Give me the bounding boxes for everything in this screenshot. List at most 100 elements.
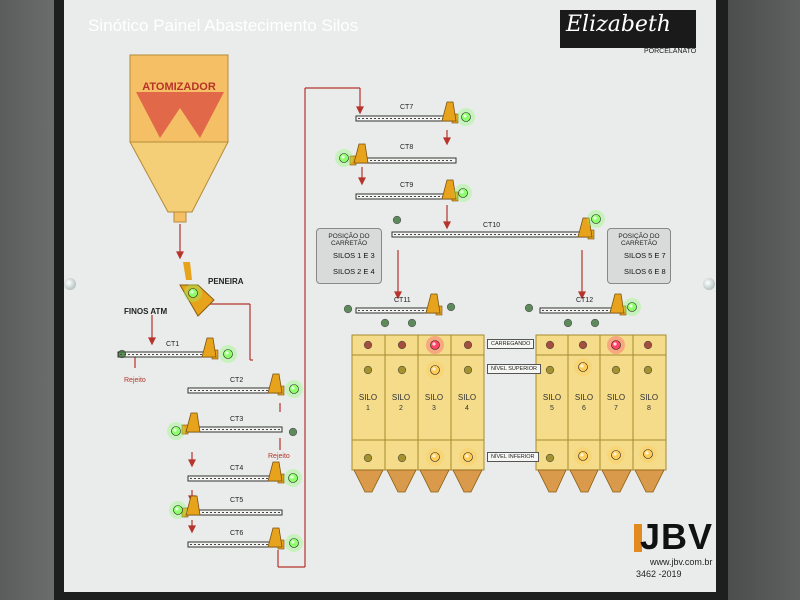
status-led-green bbox=[524, 303, 534, 313]
silo-label: SILO bbox=[424, 393, 444, 402]
conveyor-label: CT2 bbox=[230, 377, 244, 384]
legend-loading: CARREGANDO bbox=[487, 339, 535, 349]
motor-icon bbox=[441, 101, 457, 122]
conveyor-label: CT8 bbox=[400, 144, 414, 151]
conveyor-label: CT7 bbox=[400, 104, 414, 111]
silo-number: 6 bbox=[582, 405, 586, 412]
lower-level-led bbox=[459, 448, 477, 466]
status-led-green bbox=[167, 422, 185, 440]
conveyor-label: CT10 bbox=[483, 222, 501, 229]
brand-logo-box bbox=[560, 10, 696, 48]
carriage-position-title: POSIÇÃO DO CARRETÃO bbox=[328, 233, 370, 247]
wall-right bbox=[722, 0, 800, 600]
conveyor-belt bbox=[349, 155, 457, 166]
legend-upper-level: NÍVEL SUPERIOR bbox=[487, 364, 541, 374]
loading-led bbox=[463, 340, 473, 350]
brand-logo: Elizabeth bbox=[566, 12, 671, 37]
carriage-position-right: POSIÇÃO DO CARRETÃO SILOS 5 E 7 SILOS 6 … bbox=[607, 228, 671, 284]
status-led-green bbox=[454, 184, 472, 202]
upper-level-led bbox=[363, 365, 373, 375]
atomizer-outlet bbox=[173, 211, 187, 223]
silo-number: 3 bbox=[432, 405, 436, 412]
conveyor-label: CT12 bbox=[576, 297, 594, 304]
loading-led bbox=[643, 340, 653, 350]
silo-number: 8 bbox=[647, 405, 651, 412]
conveyor-label: CT5 bbox=[230, 497, 244, 504]
silo-label: SILO bbox=[542, 393, 562, 402]
page-title: Sinótico Painel Abastecimento Silos bbox=[88, 16, 359, 35]
status-led-green bbox=[563, 318, 573, 328]
status-led-green bbox=[446, 302, 456, 312]
motor-icon bbox=[201, 337, 217, 358]
conveyors-layer bbox=[117, 101, 627, 550]
upper-level-led bbox=[397, 365, 407, 375]
brand-logo-sub: PORCELANATO bbox=[644, 48, 697, 55]
loading-led bbox=[578, 340, 588, 350]
motor-icon bbox=[441, 179, 457, 200]
carriage-position-line2: SILOS 6 E 8 bbox=[624, 267, 666, 276]
status-led-green bbox=[380, 318, 390, 328]
upper-level-led bbox=[643, 365, 653, 375]
upper-level-led bbox=[463, 365, 473, 375]
carriage-position-line1: SILOS 5 E 7 bbox=[624, 251, 666, 260]
loading-led bbox=[363, 340, 373, 350]
sieve-status-led bbox=[184, 284, 202, 302]
upper-level-led bbox=[574, 358, 592, 376]
silo-cones bbox=[353, 469, 665, 493]
sieve-label: PENEIRA bbox=[208, 277, 244, 286]
silo-label: SILO bbox=[639, 393, 659, 402]
silo-number: 1 bbox=[366, 405, 370, 412]
motor-icon bbox=[267, 527, 283, 548]
motor-icon bbox=[353, 143, 369, 164]
status-led-green bbox=[407, 318, 417, 328]
carriage-position-left: POSIÇÃO DO CARRETÃO SILOS 1 E 3 SILOS 2 … bbox=[316, 228, 382, 284]
conveyor-label: CT11 bbox=[394, 297, 411, 304]
status-led-green bbox=[285, 534, 303, 552]
motor-icon bbox=[577, 217, 593, 238]
conveyor-label: CT4 bbox=[230, 465, 244, 472]
sieve-feeder bbox=[183, 262, 192, 280]
status-led-green bbox=[117, 349, 127, 359]
maker-phone: 3462 -2019 bbox=[636, 569, 682, 579]
status-led-green bbox=[284, 469, 302, 487]
atomizer-cone bbox=[129, 141, 229, 213]
upper-level-led bbox=[426, 361, 444, 379]
motor-icon bbox=[425, 293, 441, 314]
jbv-logo-mark bbox=[634, 524, 642, 552]
upper-level-led bbox=[545, 365, 555, 375]
reject-label-1: Rejeito bbox=[124, 377, 146, 384]
status-led-green bbox=[219, 345, 237, 363]
silo-number: 5 bbox=[550, 405, 554, 412]
lower-level-led bbox=[426, 448, 444, 466]
lower-level-led bbox=[545, 453, 555, 463]
conveyor-belt bbox=[391, 229, 595, 240]
atomizer-flame-icon bbox=[136, 92, 224, 138]
indicator-leds-layer bbox=[117, 108, 657, 552]
screw-icon bbox=[703, 278, 715, 290]
maker-url: www.jbv.com.br bbox=[650, 557, 713, 567]
status-led-green bbox=[335, 149, 353, 167]
carriage-position-title: POSIÇÃO DO CARRETÃO bbox=[618, 233, 660, 247]
upper-level-led bbox=[611, 365, 621, 375]
screw-icon bbox=[64, 278, 76, 290]
loading-led bbox=[426, 336, 444, 354]
conveyor-label: CT9 bbox=[400, 182, 414, 189]
silo-label: SILO bbox=[574, 393, 594, 402]
silo-label: SILO bbox=[606, 393, 626, 402]
silo-group-right bbox=[535, 334, 667, 471]
atomizer bbox=[129, 54, 229, 223]
lower-level-led bbox=[574, 447, 592, 465]
carriage-position-line2: SILOS 2 E 4 bbox=[333, 267, 375, 276]
flow-lines bbox=[134, 87, 586, 568]
status-led-green bbox=[623, 298, 641, 316]
conveyor-label: CT1 bbox=[166, 341, 180, 348]
silo-group-left bbox=[351, 334, 485, 471]
motor-icon bbox=[185, 412, 201, 433]
atomizer-label: ATOMIZADOR bbox=[142, 81, 216, 93]
legend-lower-level: NÍVEL INFERIOR bbox=[487, 452, 539, 462]
carriage-position-line1: SILOS 1 E 3 bbox=[333, 251, 375, 260]
silo-label: SILO bbox=[457, 393, 477, 402]
silo-label: SILO bbox=[358, 393, 378, 402]
